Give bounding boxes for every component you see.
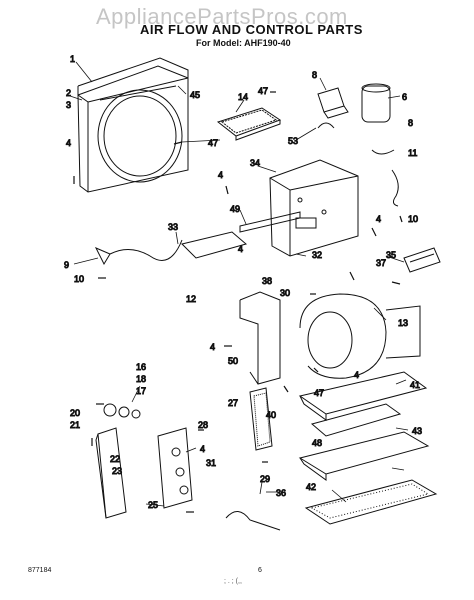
callout: 40 — [266, 410, 276, 420]
callout: 20 — [70, 408, 80, 418]
support-rail — [239, 211, 301, 233]
louvre-insert — [249, 387, 273, 451]
callout: 21 — [70, 420, 80, 430]
clip-53 — [317, 122, 335, 129]
callout: 18 — [136, 374, 146, 384]
callout: 4 — [238, 244, 243, 254]
callout: 2 — [66, 88, 71, 98]
filter-pad — [304, 479, 438, 525]
callout: 41 — [410, 380, 420, 390]
callout: 30 — [280, 288, 290, 298]
control-panel — [157, 427, 193, 509]
cord-36 — [225, 511, 281, 531]
callout: 12 — [186, 294, 196, 304]
callout: 8 — [312, 70, 317, 80]
callout: 4 — [218, 170, 223, 180]
front-cabinet-panel — [77, 57, 189, 193]
callout: 31 — [206, 458, 216, 468]
control-box-housing — [269, 159, 359, 257]
page-title: AIR FLOW AND CONTROL PARTS — [140, 22, 363, 37]
mount-plate — [181, 231, 248, 259]
callout: 45 — [190, 90, 200, 100]
callout: 35 — [386, 250, 396, 260]
callout: 38 — [262, 276, 272, 286]
callout: 10 — [408, 214, 418, 224]
wire-lead-8 — [371, 149, 395, 155]
diagram-code: 877184 — [28, 567, 52, 574]
watermark: AppliancePartsPros.com — [96, 4, 348, 29]
callout: 22 — [110, 454, 120, 464]
callout: 6 — [402, 92, 407, 102]
model-subtitle: For Model: AHF190-40 — [196, 38, 291, 48]
callout: 28 — [198, 420, 208, 430]
callout: 42 — [306, 482, 316, 492]
side-bracket — [95, 427, 127, 519]
callout: 27 — [228, 398, 238, 408]
callout: 4 — [210, 342, 215, 352]
drain-tray — [298, 431, 430, 481]
callout: 23 — [112, 466, 122, 476]
callout: 4 — [376, 214, 381, 224]
callout: 4 — [200, 444, 205, 454]
callout: 47 — [208, 138, 218, 148]
callout: 10 — [74, 274, 84, 284]
callout: 47 — [258, 86, 268, 96]
wire-lead-11 — [391, 169, 399, 207]
callout: 3 — [66, 100, 71, 110]
leader-lines — [69, 61, 409, 507]
callout: 53 — [288, 136, 298, 146]
callout: 50 — [228, 356, 238, 366]
callout: 34 — [250, 158, 260, 168]
callout: 13 — [398, 318, 408, 328]
screws — [73, 91, 403, 513]
divider-panel — [239, 291, 281, 385]
wire-harness-9 — [109, 239, 183, 261]
callout: 4 — [66, 138, 71, 148]
callout: 16 — [136, 362, 146, 372]
callout: 47 — [314, 388, 324, 398]
callout: 1 — [70, 54, 75, 64]
callout: 36 — [276, 488, 286, 498]
callout: 14 — [238, 92, 248, 102]
callout: 32 — [312, 250, 322, 260]
callout: 48 — [312, 438, 322, 448]
callout: 4 — [354, 370, 359, 380]
filter-grille — [216, 107, 282, 141]
blower-housing — [299, 293, 421, 379]
page-number: 6 — [258, 567, 262, 574]
callout: 8 — [408, 118, 413, 128]
callout: 17 — [136, 386, 146, 396]
callout: 25 — [148, 500, 158, 510]
callout: 9 — [64, 260, 69, 270]
scan-marks: ; . ; (,, — [224, 578, 242, 585]
base-pan-41 — [298, 371, 428, 421]
capacitor — [361, 83, 391, 123]
plug-9 — [94, 247, 111, 266]
knob-assembly — [103, 403, 141, 419]
callout: 37 — [376, 258, 386, 268]
callout: 11 — [408, 148, 417, 158]
callout: 43 — [412, 426, 422, 436]
control-bracket — [317, 87, 349, 119]
callout: 29 — [260, 474, 270, 484]
base-tray-48 — [310, 403, 402, 437]
terminal-block — [403, 247, 441, 273]
callout: 49 — [230, 204, 240, 214]
callout-numbers: 1 2 3 4 45 14 47 8 6 53 47 8 11 34 4 49 … — [64, 54, 423, 511]
callout: 33 — [168, 222, 178, 232]
